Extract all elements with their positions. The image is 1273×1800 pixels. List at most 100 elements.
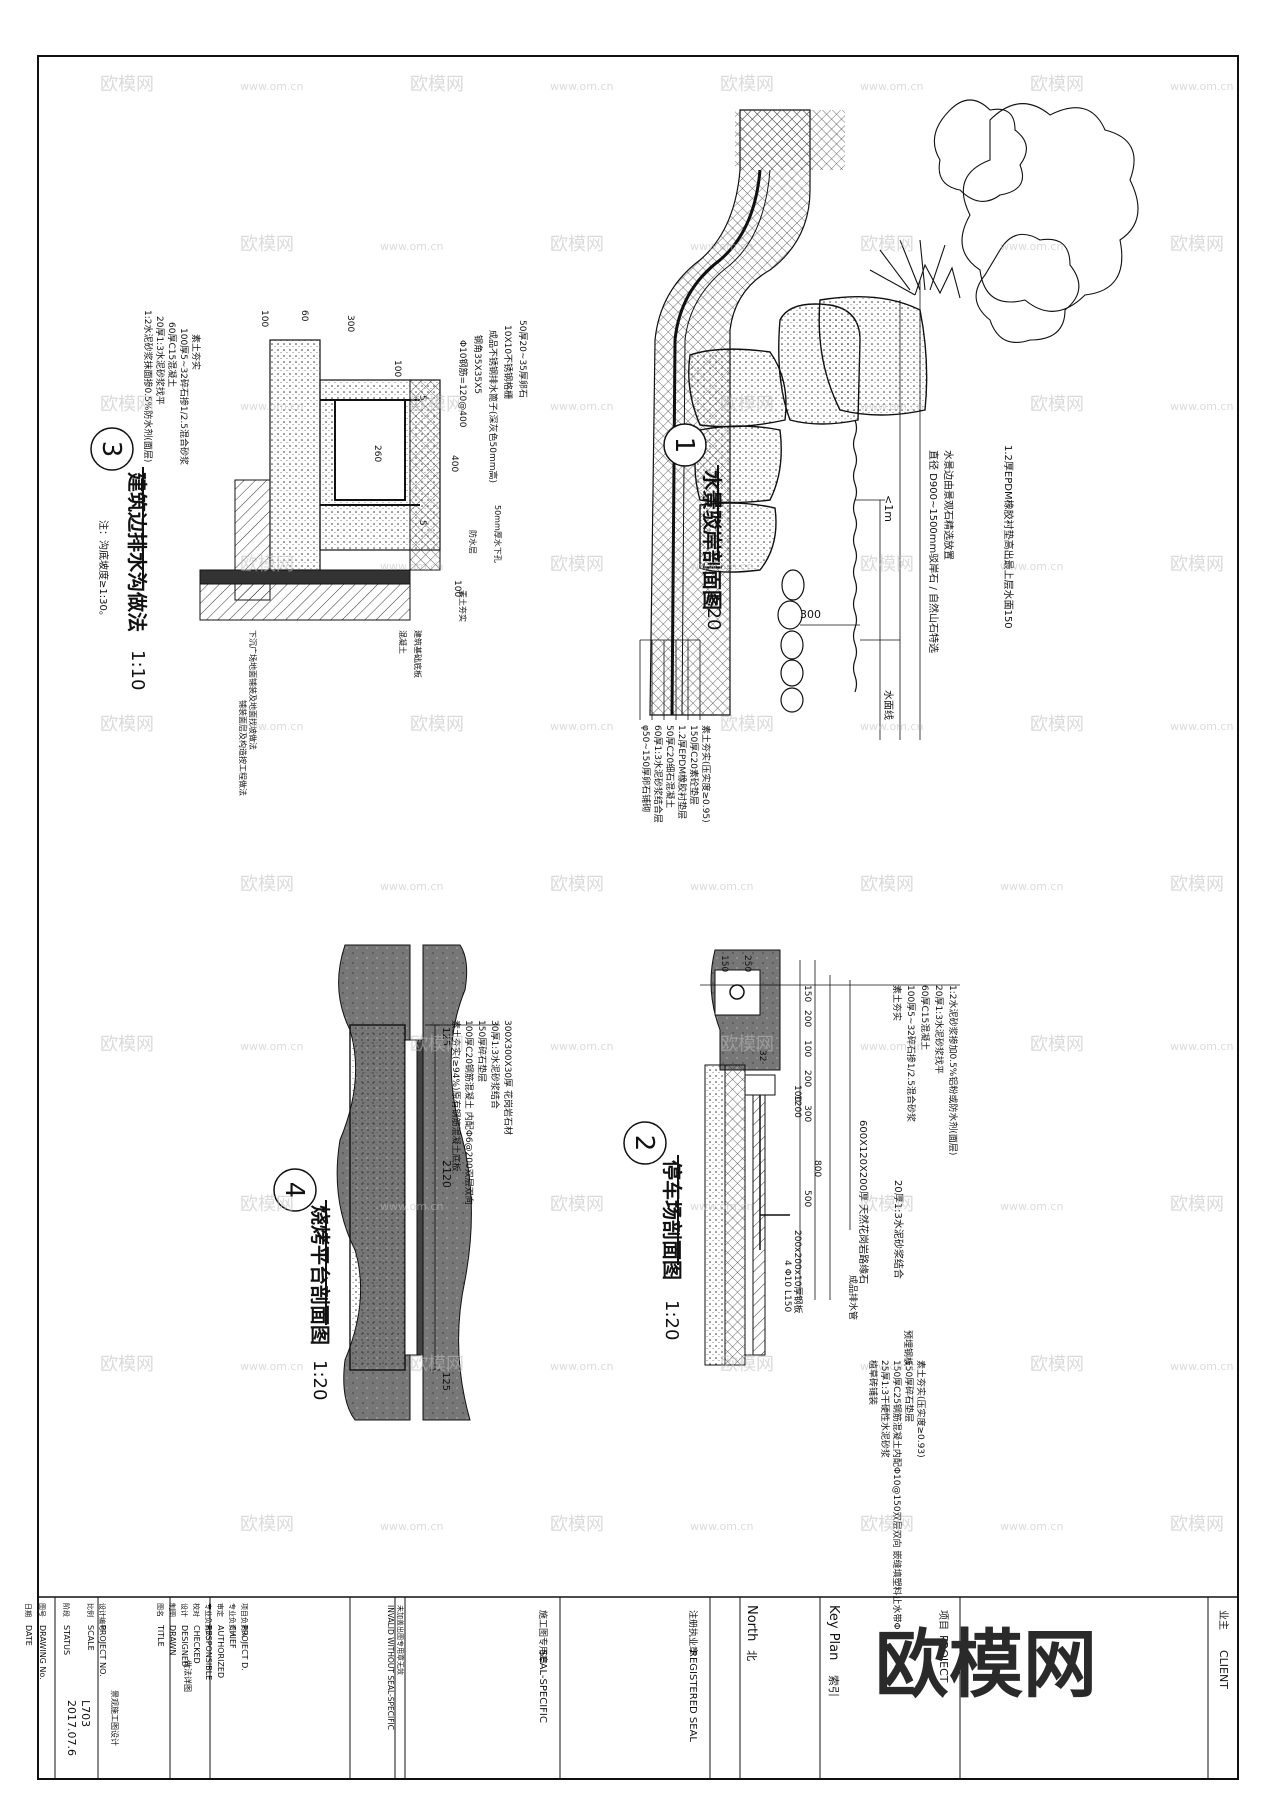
detail-3-drainage-ditch: 3 建筑边排水沟做法 1:10 注：沟底坡度≥1:30。 1:2水泥砂浆抹面掺0… [90,310,528,796]
title-block-text: 业主 CLIENT 项目 PROJECT Key Plan 索引 North 北… [65,1605,1230,1756]
detail-4-number-circle [273,1168,317,1212]
detail-3-side-label: 下沉广场地面铺装及地面找坡做法 [248,630,258,750]
detail-2-number-circle [623,1121,667,1165]
detail-2-dim: 200 [802,1070,812,1087]
detail-3-dim: 5 [417,395,427,401]
detail-4-number: 4 [279,1182,309,1199]
detail-4-bbq-platform: 4 烧烤平台剖面图 1:20 2120 125 125 300X300X30厚 … [273,944,514,1421]
watermark-tile: 欧模网 [860,234,914,255]
watermark-tile: www.om.cn [1000,1200,1063,1213]
detail-3-dim: 5 [417,520,427,526]
watermark-tile: www.om.cn [690,240,753,253]
detail-3-layer-note: 素土夯实 [190,334,202,370]
detail-3-layer-note: 100厚5~32碎石掺1/2.5混合砂浆 [178,328,190,465]
detail-1-layer-note: 素土夯实(压实度≥0.95) [700,725,712,823]
tb-seal2-cn: 施工图专用章 [537,1610,549,1664]
watermark-tile: 欧模网 [1030,1034,1084,1055]
detail-2-bottom-note: 素土夯实(压实度≥0.93) [915,1360,927,1458]
watermark-tile: 欧模网 [720,74,774,95]
detail-1-layer-note: 60厚1:3水泥砂浆结合层 [652,725,664,823]
detail-3-side-label: 铺装面层及构造按工程做法 [238,700,248,796]
watermark-tile: www.om.cn [240,400,303,413]
detail-3-note: 注：沟底坡度≥1:30。 [97,520,110,621]
tb-row-en: SCALE [86,1625,95,1651]
tb-row-en: TITLE [156,1624,165,1647]
watermark-tile: 欧模网 [100,74,154,95]
detail-4-layer-note: 素土夯实(≥94%)原有钢筋混凝土底板 [450,1020,462,1172]
tb-row-en: AUTHORIZED [216,1625,225,1678]
watermark-tile: 欧模网 [860,874,914,895]
watermark-tile: 欧模网 [410,74,464,95]
detail-4-dim-2120: 2120 [440,1160,453,1188]
watermark-tile: www.om.cn [690,560,753,573]
tb-row-en: DATE [24,1625,33,1646]
detail-1-water-bank-section: 1 水景驳岸剖面图 1:20 1.2厚EPDM橡胶衬垫高出最上层水面150 直径… [639,99,1139,823]
watermark-tile: www.om.cn [1170,1040,1233,1053]
detail-4-layer-note: 30厚1:3水泥砂浆结合 [489,1020,501,1109]
watermark-tile: 欧模网 [1170,874,1224,895]
detail-1-dim-300: 300 [800,608,821,621]
watermark-tile: www.om.cn [550,720,613,733]
detail-1-depth: <1m [882,495,895,522]
watermark-tile: 欧模网 [550,874,604,895]
watermark-tile: 欧模网 [550,1514,604,1535]
watermark-tile: 欧模网 [1170,1514,1224,1535]
watermark-tile: www.om.cn [860,1040,923,1053]
watermark-tile: www.om.cn [550,1360,613,1373]
watermark-tile: 欧模网 [100,394,154,415]
detail-2-dim: 800 [812,1160,822,1177]
watermark-tile: www.om.cn [380,240,443,253]
detail-3-side-label: 素土夯实 [458,590,468,622]
watermark-tile: www.om.cn [380,1520,443,1533]
detail-2-dim: 250 [742,955,752,972]
watermark-tile: 欧模网 [550,554,604,575]
detail-3-dim: 100 [259,310,269,327]
tb-row-cn: 设计编号 [98,1603,107,1631]
tb-row-cn: 比例 [86,1603,95,1617]
tb-title-value: 做法详图 [183,1660,193,1692]
watermark-tile: 欧模网 [100,714,154,735]
detail-4-dim-125b: 125 [440,1372,451,1391]
watermark-tile: 欧模网 [240,234,294,255]
tb-row-en: PROJECT D. [240,1625,249,1671]
detail-3-number-circle [90,427,134,471]
tb-row-cn: 审定 [216,1603,225,1617]
watermark-tile: www.om.cn [1000,560,1063,573]
watermark-tile: www.om.cn [1170,80,1233,93]
detail-2-bottom-note: 150厚碎石垫层 [903,1360,915,1422]
detail-2-top-note: 20厚1:3水泥砂浆找平 [933,985,945,1074]
watermark-tile: 欧模网 [410,1034,464,1055]
detail-1-number: 1 [669,437,699,454]
detail-3-top-note: 50厚20~35厚卵石 [517,320,528,398]
watermark-tile: 欧模网 [1030,714,1084,735]
detail-2-top-note: 1:2水泥砂浆掺加0.5%铝粉或防水剂(面层) [947,985,959,1155]
watermark-tile: 欧模网 [1030,1354,1084,1375]
tb-row-cn: 阶段 [62,1603,71,1617]
detail-3-dim: 300 [345,315,355,332]
detail-2-dim: 4 Φ10 L150 [782,1260,792,1312]
detail-1-note-edge: 水景边由景观石精选放置 [942,450,955,560]
detail-1-note-boulder: 直径 D900~1500mm驳岸石 / 自然山石特选 [927,450,940,653]
tb-invalid-cn: 未加盖出图专用章无效 [396,1605,405,1675]
watermark-tile: 欧模网 [1030,74,1084,95]
watermark-tile: 欧模网 [240,1514,294,1535]
watermark-tile: 欧模网 [1170,1194,1224,1215]
detail-1-note-epdm: 1.2厚EPDM橡胶衬垫高出最上层水面150 [1002,445,1015,629]
detail-3-number: 3 [96,441,126,458]
watermark-tile: 欧模网 [720,394,774,415]
tb-north-en: North [744,1605,759,1641]
watermark-tile: www.om.cn [380,880,443,893]
detail-4-dim-125a: 125 [440,1027,451,1046]
detail-2-note-curb: 600X120X200厚 天然花岗岩路缘石 [857,1120,870,1284]
detail-2-title: 停车场剖面图 [660,1160,684,1280]
detail-3-dim: 100 [392,360,402,377]
tb-row-cn: 设计 [180,1603,189,1617]
detail-2-dim: 32 [757,1050,767,1061]
detail-2-dim: 150 [719,955,729,972]
watermark-tile: 欧模网 [240,1194,294,1215]
detail-3-title: 建筑边排水沟做法 [125,472,149,632]
detail-2-dim: 150 [802,985,812,1002]
detail-3-scale: 1:10 [127,650,148,690]
